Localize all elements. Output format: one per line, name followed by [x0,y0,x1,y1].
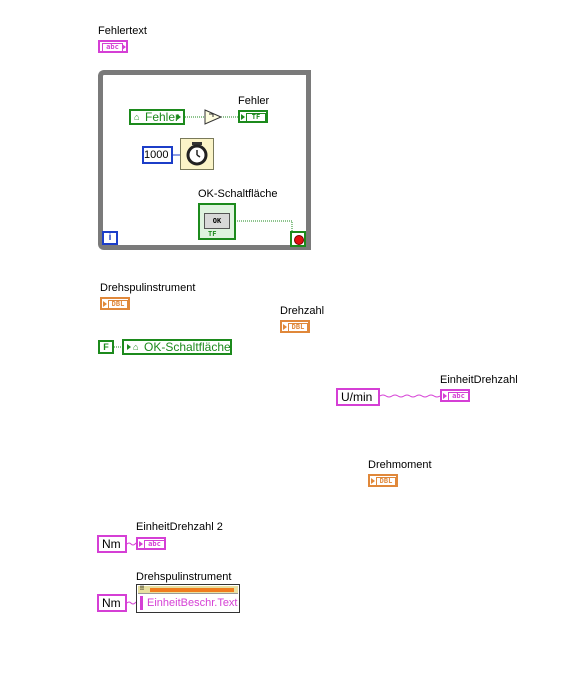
fehler-label: Fehler [238,95,270,107]
stopwatch-icon [186,142,208,166]
dbl-glyph: DBL [108,300,128,309]
dbl-glyph: DBL [288,323,308,332]
string-glyph: abc [144,540,165,549]
stop-dot [294,235,304,245]
indicator-arrow-icon [371,478,375,484]
ok-button-face: OK [204,213,230,229]
einheit-drehzahl-label: EinheitDrehzahl [440,374,518,386]
indicator-arrow-icon [139,541,143,547]
drehmoment-terminal[interactable]: DBL [368,474,398,487]
while-loop-right-edge [306,70,311,250]
wait-wire [173,154,181,156]
stop-icon[interactable] [290,231,306,247]
nm-constant-2[interactable]: Nm [97,594,127,612]
wait-function[interactable] [180,138,214,170]
umin-constant[interactable]: U/min [336,388,380,406]
drehspulinstrument-terminal[interactable]: DBL [100,297,130,310]
string-glyph: abc [102,43,123,52]
house-icon: ⌂ [133,342,139,352]
indicator-arrow-icon [443,393,447,399]
while-loop[interactable] [98,70,311,250]
output-arrow-icon [177,114,181,120]
fehlertext-terminal[interactable]: abc [98,40,128,53]
einheit-drehzahl-2-label: EinheitDrehzahl 2 [136,521,223,533]
drehmoment-label: Drehmoment [368,459,432,471]
property-node-ref-bar [150,588,234,592]
stop-wire [235,220,293,238]
string-glyph: abc [448,392,469,401]
local-variable-fehler-label: Fehler [145,110,180,124]
input-arrow-icon [127,344,131,350]
fehler-terminal[interactable]: TF [238,110,268,123]
house-icon: ⌂ [134,112,140,122]
property-name[interactable]: EinheitBeschr.Text [140,596,238,610]
fehler-wire-group [185,116,241,118]
local-variable-ok-label: OK-Schaltfläche [144,340,231,354]
fehlertext-label: Fehlertext [98,25,147,37]
indicator-arrow-icon [241,114,245,120]
not-gate-icon[interactable] [204,109,224,125]
local-variable-ok-schaltflaeche[interactable]: ⌂ OK-Schaltfläche [122,339,232,355]
drehspulinstrument-label: Drehspulinstrument [100,282,196,294]
iteration-terminal: i [102,231,118,245]
boolean-glyph: TF [246,113,266,122]
dbl-glyph: DBL [376,477,396,486]
indicator-arrow-icon [103,301,107,307]
property-node-header: !! [138,586,238,594]
indicator-arrow-icon [122,44,126,50]
ok-schaltflaeche-label: OK-Schaltfläche [198,188,278,200]
property-node[interactable]: !! EinheitBeschr.Text [136,584,240,613]
drehzahl-terminal[interactable]: DBL [280,320,310,333]
property-node-header-text: !! [140,586,144,592]
indicator-arrow-icon [283,324,287,330]
boolean-glyph: TF [208,230,217,238]
umin-wire [380,394,440,398]
einheit-drehzahl-2-terminal[interactable]: abc [136,537,166,550]
drehspulinstrument-2-label: Drehspulinstrument [136,571,232,583]
false-constant[interactable]: F [98,340,114,354]
nm-constant-1[interactable]: Nm [97,535,127,553]
ok-schaltflaeche-terminal[interactable]: OK TF [198,203,236,240]
wait-ms-constant[interactable]: 1000 [142,146,173,164]
drehzahl-label: Drehzahl [280,305,325,317]
local-variable-fehler[interactable]: ⌂ Fehler [129,109,185,125]
einheit-drehzahl-terminal[interactable]: abc [440,389,470,402]
